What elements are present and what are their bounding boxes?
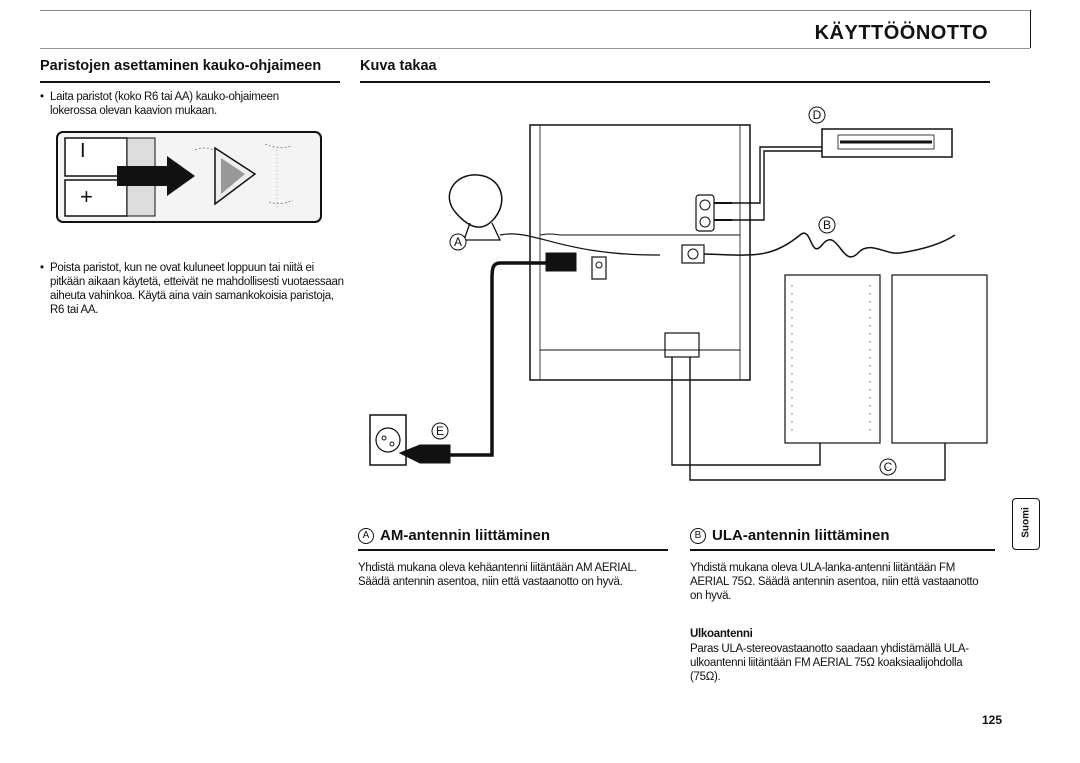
language-tab-label: Suomi	[1020, 507, 1032, 538]
speaker-left	[784, 274, 881, 444]
cd-player	[821, 128, 953, 158]
battery-plus-slot	[64, 179, 128, 217]
battery-minus-symbol: I	[80, 140, 86, 162]
marker-c: C	[884, 460, 893, 474]
outdoor-antenna-heading: Ulkoantenni	[690, 628, 753, 640]
wall-socket	[369, 414, 407, 466]
rear-view-heading: Kuva takaa	[360, 58, 437, 74]
am-marker: A	[358, 528, 374, 544]
rear-view-diagram: A B C D E	[369, 106, 988, 481]
speaker-right	[891, 274, 988, 444]
header-underline	[40, 48, 1030, 49]
page-number: 125	[982, 713, 1003, 727]
fm-marker: B	[690, 528, 706, 544]
marker-e: E	[436, 424, 444, 438]
main-unit	[529, 124, 751, 381]
am-heading-text: AM-antennin liittäminen	[380, 527, 550, 544]
fm-wire-antenna	[703, 232, 956, 258]
page-title: KÄYTTÖÖNOTTO	[814, 22, 988, 44]
rear-view-heading-rule	[360, 81, 990, 83]
top-rule	[40, 10, 1030, 11]
marker-d: D	[813, 108, 822, 122]
header-box-edge	[1030, 10, 1031, 48]
speaker-terminals	[664, 332, 700, 358]
fm-heading-rule	[690, 549, 995, 551]
marker-a: A	[454, 235, 462, 249]
battery-plus-symbol: +	[80, 184, 93, 209]
fm-heading-text: ULA-antennin liittäminen	[712, 527, 890, 544]
remote-battery-illustration	[56, 131, 322, 223]
battery-instruction-2-text: Poista paristot, kun ne ovat kuluneet lo…	[50, 262, 344, 316]
language-tab: Suomi	[1012, 498, 1040, 550]
fm-text: Yhdistä mukana oleva ULA-lanka-antenni l…	[690, 562, 979, 602]
battery-instruction-2: Poista paristot, kun ne ovat kuluneet lo…	[40, 261, 350, 317]
marker-b: B	[823, 218, 831, 232]
battery-heading: Paristojen asettaminen kauko-ohjaimeen	[40, 58, 322, 74]
fm-heading: B ULA-antennin liittäminen	[690, 527, 890, 544]
battery-instruction-1-text: Laita paristot (koko R6 tai AA) kauko-oh…	[50, 91, 279, 117]
am-heading-rule	[358, 549, 668, 551]
mains-plug	[398, 444, 451, 464]
battery-minus-slot	[64, 137, 128, 177]
am-text: Yhdistä mukana oleva kehäantenni liitänt…	[358, 562, 637, 588]
outdoor-antenna-text: Paras ULA-stereovastaanotto saadaan yhdi…	[690, 643, 969, 683]
battery-heading-rule	[40, 81, 340, 83]
am-heading: A AM-antennin liittäminen	[358, 527, 550, 544]
battery-instruction-1: Laita paristot (koko R6 tai AA) kauko-oh…	[40, 90, 320, 118]
insert-arrow-icon	[117, 156, 195, 196]
am-loop-antenna	[448, 174, 503, 228]
